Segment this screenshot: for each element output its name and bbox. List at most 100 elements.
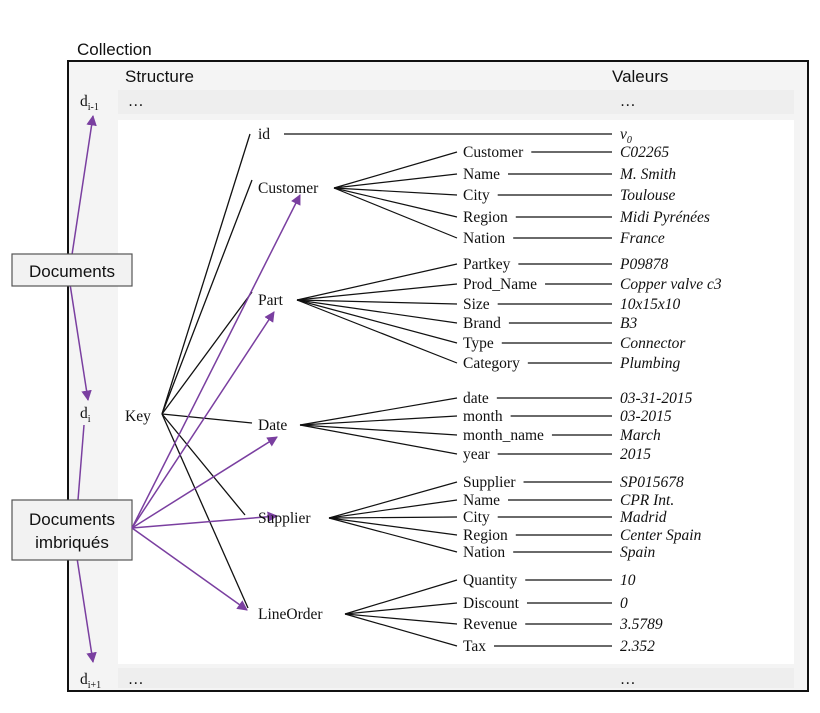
row-band-next — [118, 668, 794, 688]
value-customer-city: Toulouse — [620, 187, 676, 204]
field-supplier-name: Name — [463, 492, 500, 509]
key-branch-line — [161, 179, 253, 415]
fan-line — [328, 517, 458, 553]
doc-label-prev: di-1 — [80, 93, 99, 113]
row-ellipsis-value-next: … — [620, 671, 636, 688]
document-arrows — [69, 114, 97, 664]
fan-line — [328, 481, 458, 519]
field-customer-region: Region — [463, 209, 508, 226]
field-part-partkey: Partkey — [463, 256, 511, 273]
fan-line — [344, 613, 458, 625]
nested-arrow-lineorder — [131, 527, 248, 611]
nested-arrow-supplier — [131, 511, 279, 529]
value-part-prod-name: Copper valve c3 — [620, 276, 722, 293]
field-date-date: date — [463, 390, 489, 407]
group-label-customer: Customer — [258, 180, 319, 197]
key-label: Key — [125, 408, 151, 425]
value-supplier-region: Center Spain — [620, 527, 702, 544]
field-customer-city: City — [463, 187, 490, 204]
values-header: Valeurs — [612, 67, 668, 86]
fan-line — [344, 579, 458, 615]
fan-line — [333, 151, 458, 189]
field-lineorder-revenue: Revenue — [463, 616, 517, 633]
doc-label-next: di+1 — [80, 671, 101, 691]
value-part-brand: B3 — [620, 315, 637, 332]
fan-line — [299, 415, 458, 426]
row-band-current — [118, 120, 794, 664]
field-id: id — [258, 126, 270, 143]
field-lineorder-discount: Discount — [463, 595, 520, 612]
value-lineorder-discount: 0 — [620, 595, 628, 612]
group-label-part: Part — [258, 292, 284, 309]
fan-line — [333, 187, 458, 196]
field-part-brand: Brand — [463, 315, 501, 332]
key-branch-lines — [161, 133, 253, 609]
value-customer-customer: C02265 — [620, 144, 669, 161]
field-part-size: Size — [463, 296, 490, 313]
value-supplier-name: CPR Int. — [620, 492, 674, 509]
value-part-size: 10x15x10 — [620, 296, 681, 313]
value-lineorder-tax: 2.352 — [620, 638, 655, 655]
value-date-date: 03-31-2015 — [620, 390, 693, 407]
nested-documents-label-line1: Documents — [29, 510, 115, 529]
nested-documents-box: Documents imbriqués — [11, 499, 133, 561]
key-branch-line — [161, 133, 251, 415]
key-branch-line — [161, 413, 246, 516]
value-lineorder-revenue: 3.5789 — [619, 616, 663, 633]
nested-document-arrows — [131, 194, 301, 611]
fan-line — [299, 424, 458, 455]
field-supplier-nation: Nation — [463, 544, 505, 561]
fan-line — [296, 299, 458, 324]
field-date-month: month — [463, 408, 503, 425]
fan-line — [333, 187, 458, 218]
field-lineorder-tax: Tax — [463, 638, 486, 655]
field-lineorder-quantity: Quantity — [463, 572, 517, 589]
value-customer-nation: France — [619, 230, 665, 247]
fan-line — [328, 517, 458, 536]
fan-line — [296, 299, 458, 364]
field-part-prod-name: Prod_Name — [463, 276, 537, 293]
field-customer-nation: Nation — [463, 230, 505, 247]
value-part-partkey: P09878 — [619, 256, 668, 273]
value-part-type: Connector — [620, 335, 686, 352]
field-supplier-supplier: Supplier — [463, 474, 516, 491]
group-date: Date date 03-31-2015 month 03-2015 month_name… — [258, 390, 693, 463]
fan-line — [328, 499, 458, 519]
key-branch-line — [161, 291, 253, 415]
fan-line — [333, 187, 458, 239]
collection-label: Collection — [77, 40, 152, 59]
fan-line — [344, 602, 458, 615]
field-supplier-city: City — [463, 509, 490, 526]
field-part-type: Type — [463, 335, 494, 352]
field-part-category: Category — [463, 355, 520, 372]
nested-arrow-customer — [131, 194, 301, 529]
value-lineorder-quantity: 10 — [620, 572, 636, 589]
value-date-month: 03-2015 — [620, 408, 672, 425]
value-date-year: 2015 — [620, 446, 651, 463]
nested-arrow-part — [131, 311, 275, 529]
row-ellipsis-structure-prev: … — [128, 93, 144, 110]
group-label-date: Date — [258, 417, 287, 434]
fan-line — [333, 173, 458, 189]
group-label-supplier: Supplier — [258, 510, 311, 527]
structure-header: Structure — [125, 67, 194, 86]
row-ellipsis-structure-next: … — [128, 671, 144, 688]
fan-line — [296, 263, 458, 301]
value-supplier-city: Madrid — [619, 509, 667, 526]
nested-arrow-date — [131, 436, 278, 529]
fan-line — [344, 613, 458, 647]
value-date-month-name: March — [619, 427, 661, 444]
key-branch-line — [161, 413, 253, 424]
value-part-category: Plumbing — [619, 355, 681, 372]
value-customer-name: M. Smith — [619, 166, 676, 183]
fan-line — [299, 397, 458, 426]
field-date-month-name: month_name — [463, 427, 544, 444]
doc-label-current: di — [80, 405, 91, 425]
